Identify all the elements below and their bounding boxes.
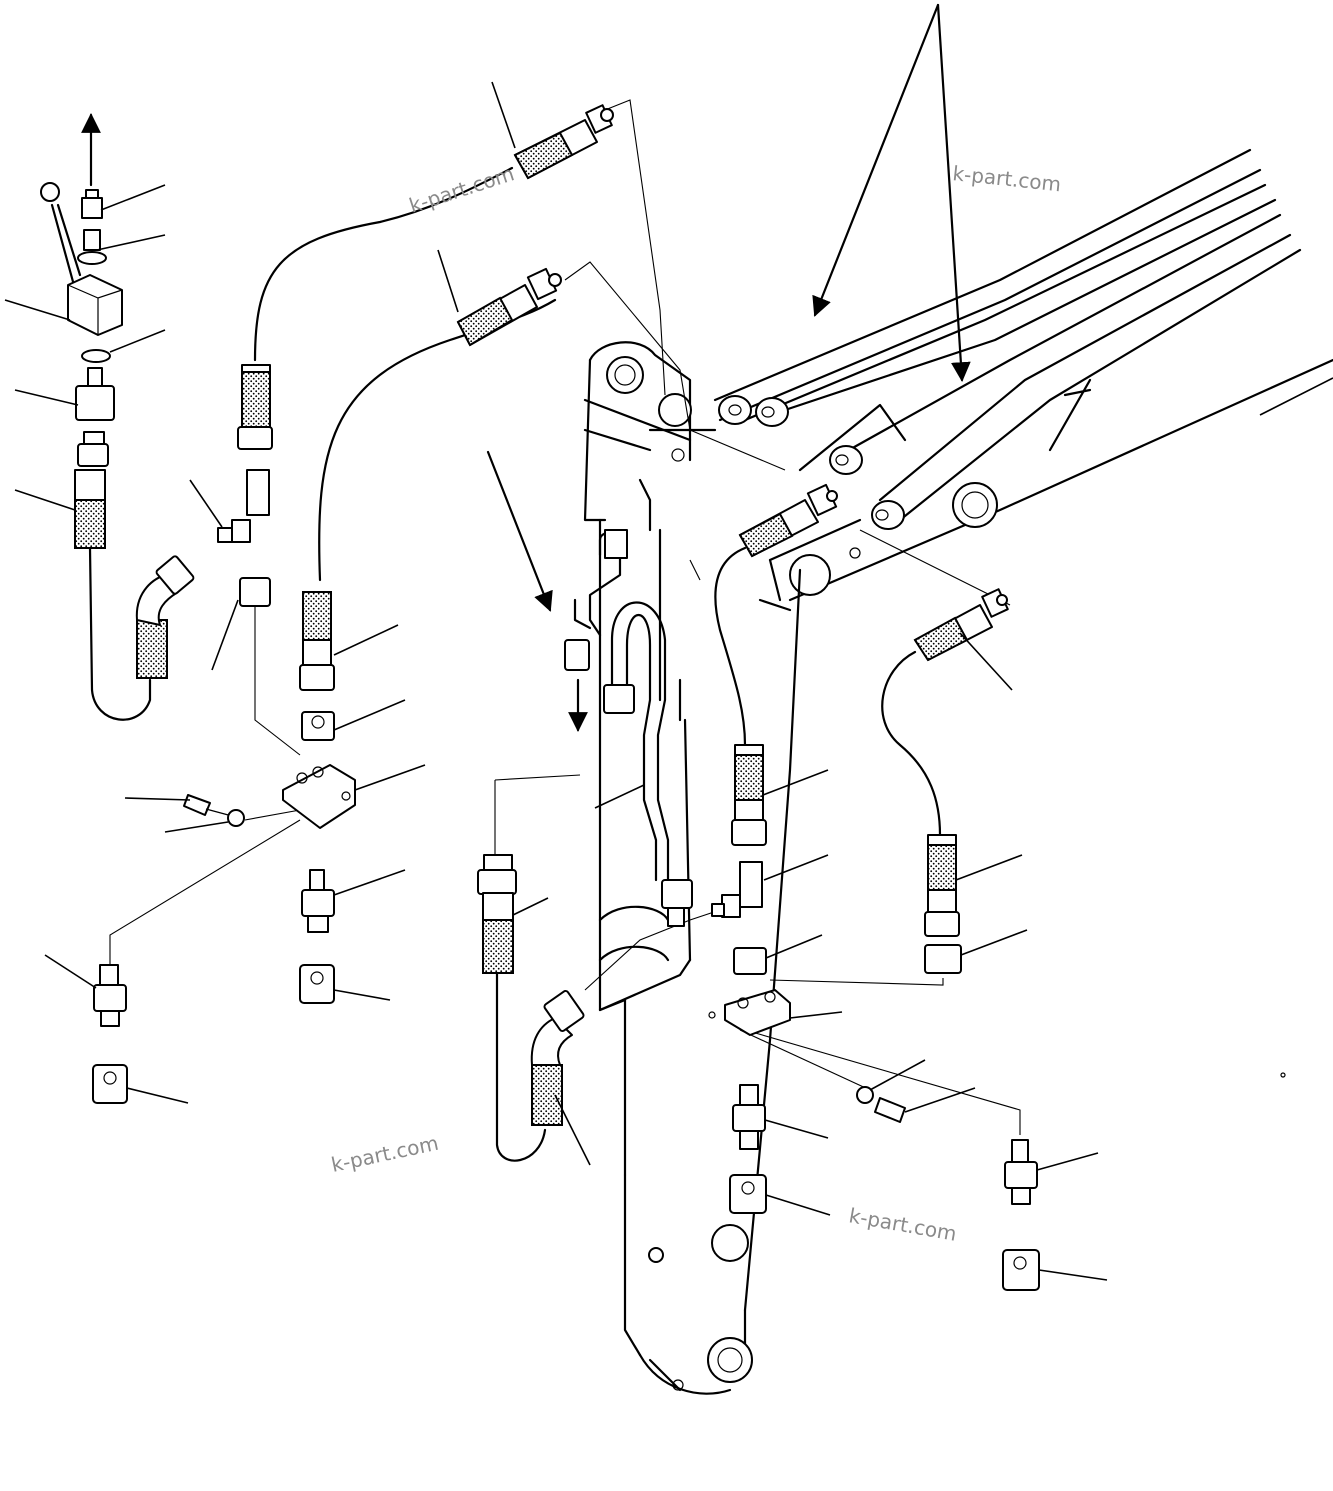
bracket-right xyxy=(708,989,791,1036)
valve-nipple-top xyxy=(77,189,107,265)
watermark-3: k-part.com xyxy=(329,1131,441,1177)
hose-end-far-right xyxy=(881,588,1009,837)
callout-leaders xyxy=(4,81,1333,1281)
bolt-left xyxy=(183,794,245,827)
tee-assembly-right xyxy=(708,744,906,1214)
watermark-4: k-part.com xyxy=(847,1203,958,1246)
arm-structure xyxy=(583,341,802,1395)
hose-end-right-boom xyxy=(714,483,838,747)
bracket-left xyxy=(282,764,356,829)
elbow-fitting-left xyxy=(135,555,195,679)
center-pipe xyxy=(564,529,693,927)
hose-end-top-2 xyxy=(456,267,562,347)
boom-pipe-fitting-3 xyxy=(829,445,863,475)
boom-pipe-fitting-1 xyxy=(718,395,752,425)
nipple-nut-lower-left xyxy=(92,964,128,1104)
tee-assembly-left xyxy=(183,166,557,1004)
watermark-2: k-part.com xyxy=(951,161,1062,196)
hose-end-top-1 xyxy=(513,104,614,180)
boom-pipe-fitting-4 xyxy=(871,500,905,530)
boom-structure xyxy=(713,148,1333,612)
stop-valve-assembly xyxy=(40,182,195,721)
hose-center-elbow xyxy=(477,854,585,1162)
direction-arrows xyxy=(81,3,971,732)
assembly-centerlines xyxy=(109,99,1286,1135)
hose-far-right-lower xyxy=(924,834,1040,1291)
boom-pipe-fitting-2 xyxy=(755,397,789,427)
watermark-1: k-part.com xyxy=(406,161,517,217)
